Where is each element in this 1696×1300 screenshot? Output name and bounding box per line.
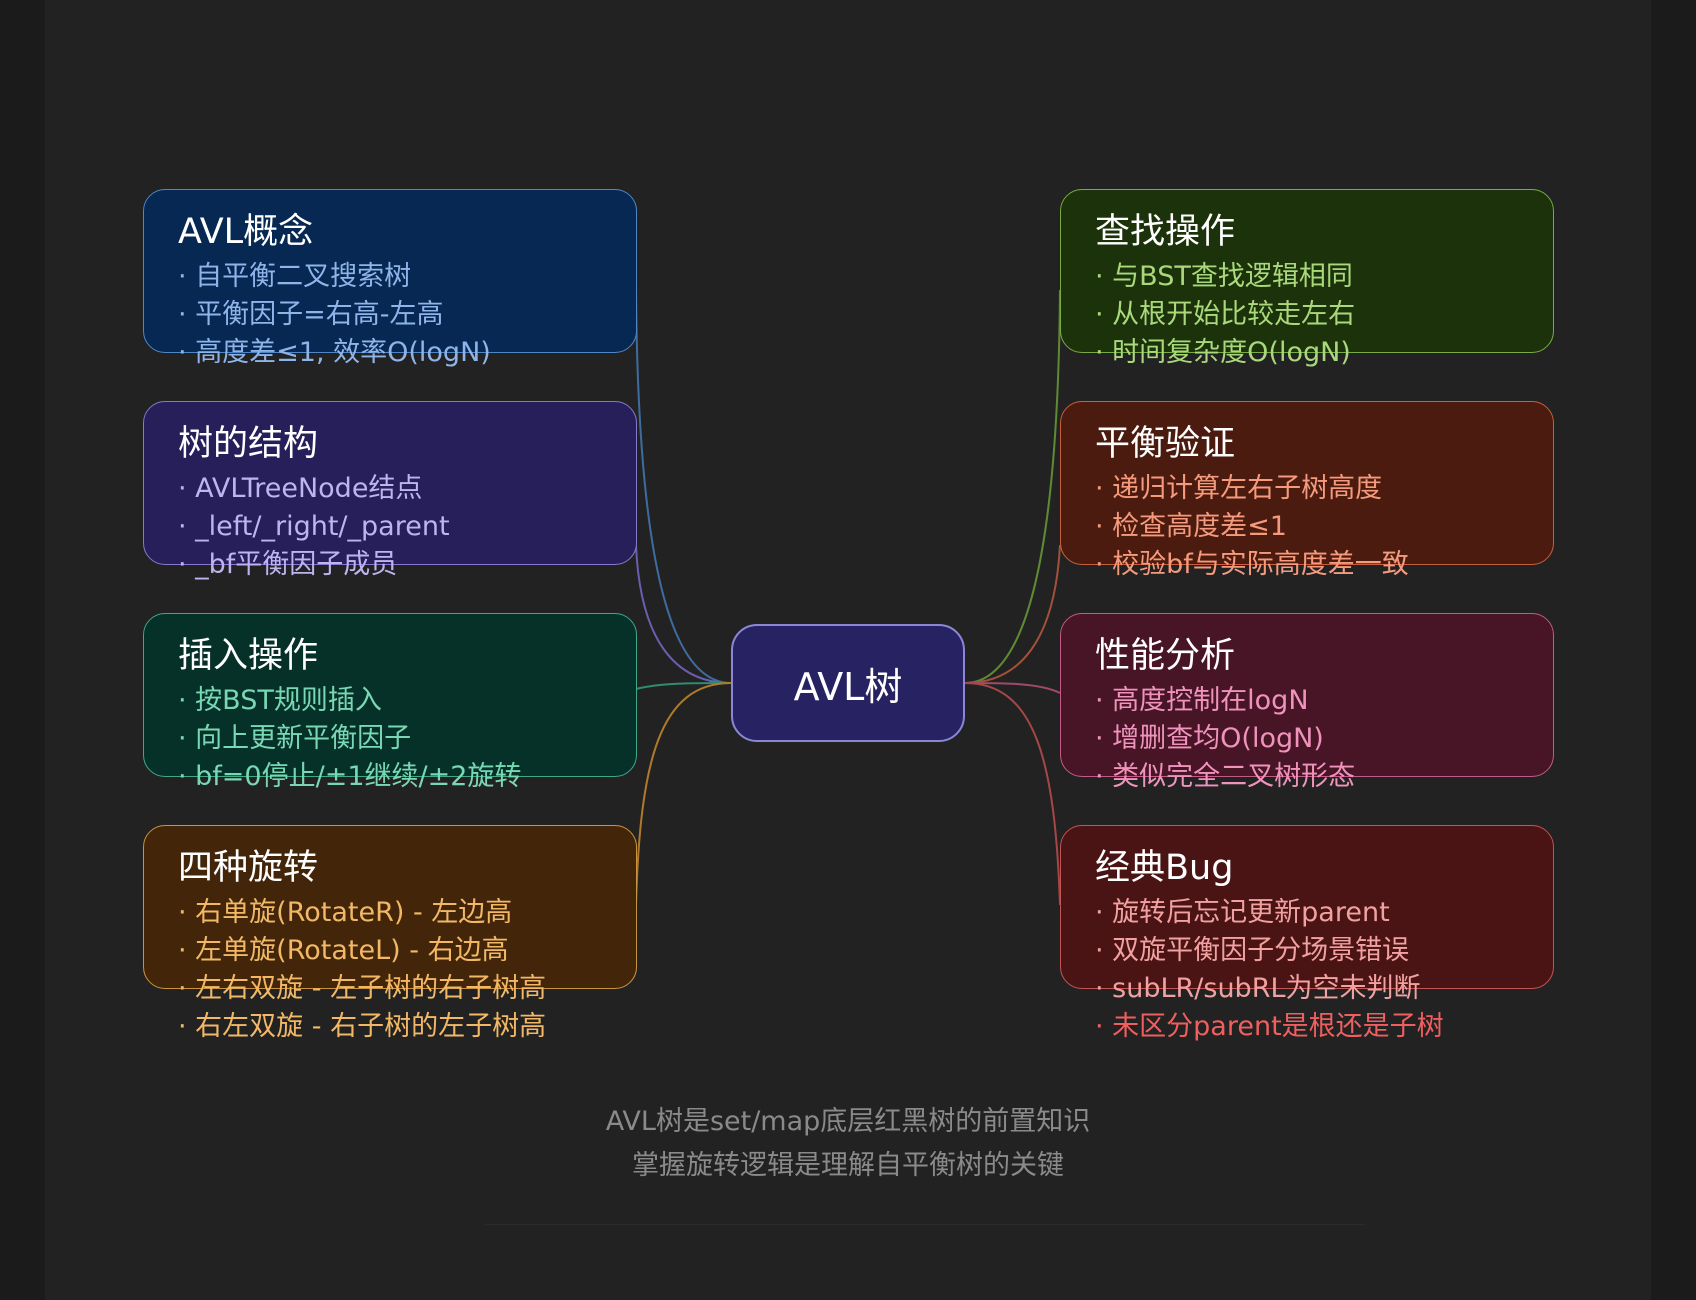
node-rotations: 四种旋转 · 右单旋(RotateR) - 左边高 · 左单旋(RotateL)… xyxy=(143,825,637,1042)
node-performance: 性能分析 · 高度控制在logN · 增删查均O(logN) · 类似完全二叉树… xyxy=(1060,613,1554,792)
node-tree-structure: 树的结构 · AVLTreeNode结点 · _left/_right/_par… xyxy=(143,401,637,580)
node-line: · 高度控制在logN xyxy=(1095,685,1309,716)
node-line: · 校验bf与实际高度差一致 xyxy=(1095,549,1409,580)
node-title: 查找操作 xyxy=(1095,212,1236,252)
link-bugs xyxy=(964,682,1061,906)
node-line: · 平衡因子=右高-左高 xyxy=(178,299,444,330)
footer-line: AVL树是set/map底层红黑树的前置知识 xyxy=(605,1106,1091,1137)
node-line: · bf=0停止/±1继续/±2旋转 xyxy=(178,761,522,792)
center-node: AVL树 xyxy=(731,624,965,742)
link-structure xyxy=(635,544,732,684)
node-title: 树的结构 xyxy=(178,424,319,464)
node-title: 平衡验证 xyxy=(1095,424,1236,464)
footer-line: 掌握旋转逻辑是理解自平衡树的关键 xyxy=(632,1150,1064,1181)
node-line: · 时间复杂度O(logN) xyxy=(1095,337,1351,368)
node-line: · 旋转后忘记更新parent xyxy=(1095,897,1390,928)
node-classic-bugs: 经典Bug · 旋转后忘记更新parent · 双旋平衡因子分场景错误 · su… xyxy=(1060,825,1554,1042)
node-line: · 递归计算左右子树高度 xyxy=(1095,473,1383,504)
footer-note: AVL树是set/map底层红黑树的前置知识 掌握旋转逻辑是理解自平衡树的关键 xyxy=(0,1100,1696,1188)
node-line: · 高度差≤1, 效率O(logN) xyxy=(178,337,491,368)
node-line: · 自平衡二叉搜索树 xyxy=(178,261,412,292)
node-line: · 左单旋(RotateL) - 右边高 xyxy=(178,935,509,966)
node-line: · subLR/subRL为空未判断 xyxy=(1095,973,1421,1004)
node-line: · AVLTreeNode结点 xyxy=(178,473,423,504)
node-line: · 检查高度差≤1 xyxy=(1095,511,1287,542)
node-title: 插入操作 xyxy=(178,636,319,676)
node-line: · 与BST查找逻辑相同 xyxy=(1095,261,1353,292)
link-rotate xyxy=(635,682,732,906)
node-line: · 未区分parent是根还是子树 xyxy=(1095,1011,1444,1042)
node-line: · 按BST规则插入 xyxy=(178,685,382,716)
node-insert: 插入操作 · 按BST规则插入 · 向上更新平衡因子 · bf=0停止/±1继续… xyxy=(143,613,637,792)
node-line: · 类似完全二叉树形态 xyxy=(1095,761,1356,792)
link-verify xyxy=(964,544,1061,684)
node-title: 四种旋转 xyxy=(178,848,319,888)
node-title: 性能分析 xyxy=(1095,636,1236,676)
link-search xyxy=(964,289,1061,684)
center-label: AVL树 xyxy=(793,664,903,709)
node-line: · _bf平衡因子成员 xyxy=(178,549,398,580)
node-search: 查找操作 · 与BST查找逻辑相同 · 从根开始比较走左右 · 时间复杂度O(l… xyxy=(1060,189,1554,368)
footer-divider xyxy=(485,1224,1365,1225)
node-avl-concept: AVL概念 · 自平衡二叉搜索树 · 平衡因子=右高-左高 · 高度差≤1, 效… xyxy=(143,189,637,368)
node-line: · 从根开始比较走左右 xyxy=(1095,299,1356,330)
node-line: · 右左双旋 - 右子树的左子树高 xyxy=(178,1011,547,1042)
node-line: · 双旋平衡因子分场景错误 xyxy=(1095,935,1410,966)
node-line: · 增删查均O(logN) xyxy=(1095,723,1324,754)
node-title: 经典Bug xyxy=(1095,848,1234,888)
link-concept xyxy=(635,289,732,684)
node-line: · 左右双旋 - 左子树的右子树高 xyxy=(178,973,547,1004)
node-balance-verify: 平衡验证 · 递归计算左右子树高度 · 检查高度差≤1 · 校验bf与实际高度差… xyxy=(1060,401,1554,580)
node-line: · 右单旋(RotateR) - 左边高 xyxy=(178,897,513,928)
node-line: · _left/_right/_parent xyxy=(178,511,450,542)
node-title: AVL概念 xyxy=(178,212,314,252)
node-line: · 向上更新平衡因子 xyxy=(178,723,412,754)
